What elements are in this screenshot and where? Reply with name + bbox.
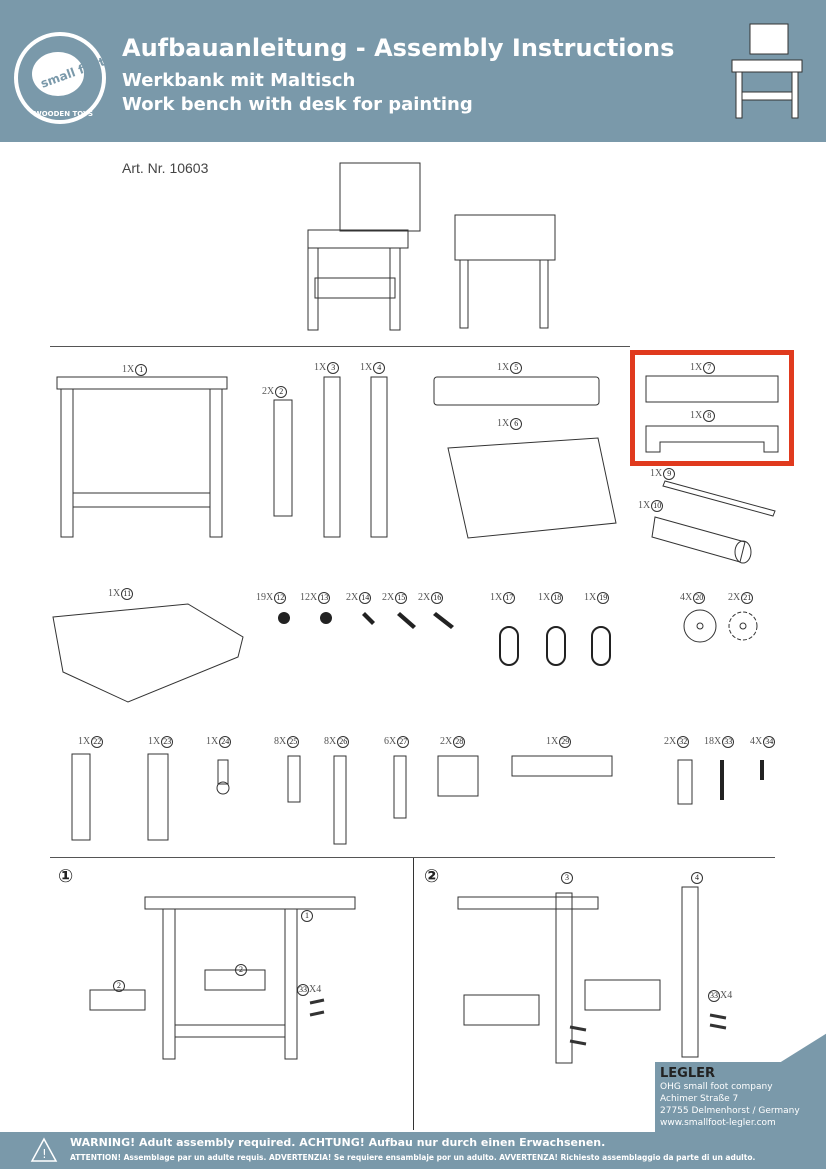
screws-and-nuts	[278, 612, 454, 629]
step-1-label-2: 2	[112, 980, 125, 992]
step-1-label-1: 1	[300, 910, 313, 922]
step-2-label-3: 3	[560, 872, 573, 884]
company-street: Achimer Straße 7	[660, 1094, 739, 1104]
section-divider	[50, 857, 775, 858]
warning-text-en-de: WARNING! Adult assembly required. ACHTUN…	[70, 1136, 606, 1149]
small-parts-row	[71, 753, 764, 845]
company-suffix: OHG small foot company	[660, 1082, 773, 1092]
part-5-tool-board	[433, 376, 600, 406]
svg-text:WOODEN TOYS: WOODEN TOYS	[34, 110, 93, 118]
company-info: LEGLER OHG small foot company Achimer St…	[660, 1066, 822, 1129]
step-1-label-2b: 2	[234, 964, 247, 976]
part-8-board	[645, 425, 779, 453]
part-7-board	[645, 375, 779, 403]
step-2-label-4: 4	[690, 872, 703, 884]
step-2-diagram	[457, 886, 727, 1064]
washer-and-gear	[683, 609, 758, 643]
company-website: www.smallfoot-legler.com	[660, 1118, 776, 1128]
article-number: Art. Nr. 10603	[122, 160, 209, 176]
warning-text-fr-es-it: ATTENTION! Assemblage par un adulte requ…	[70, 1153, 756, 1162]
workbench-thumbnail	[731, 23, 803, 119]
part-11-tray	[52, 603, 244, 703]
workbench-overview-image	[307, 162, 556, 331]
part-3-leg	[323, 376, 341, 538]
warning-icon: !	[30, 1137, 58, 1162]
step-1-diagram	[89, 896, 356, 1060]
company-city: 27755 Delmenhorst / Germany	[660, 1106, 800, 1116]
part-1-frame	[56, 376, 228, 538]
section-divider	[50, 346, 630, 347]
part-9-rod	[662, 480, 776, 517]
subtitle-german: Werkbank mit Maltisch	[122, 70, 356, 91]
part-4-leg	[370, 376, 388, 538]
part-10-paper-roll	[651, 516, 752, 564]
part-2-board	[273, 399, 293, 517]
step-2-number: ②	[424, 866, 440, 887]
header-banner: small foot WOODEN TOYS Aufbauanleitung -…	[0, 0, 826, 142]
step-1-number: ①	[58, 866, 74, 887]
small-foot-logo: small foot WOODEN TOYS	[14, 32, 107, 124]
highlight-box	[630, 350, 794, 466]
company-name: LEGLER	[660, 1066, 716, 1081]
part-6-workbench-top	[447, 437, 617, 539]
subtitle-english: Work bench with desk for painting	[122, 94, 473, 115]
page-title: Aufbauanleitung - Assembly Instructions	[122, 34, 675, 62]
step-divider	[413, 858, 414, 1130]
toy-tools	[499, 626, 611, 666]
warning-footer: ! WARNING! Adult assembly required. ACHT…	[0, 1132, 826, 1169]
svg-text:!: !	[42, 1147, 47, 1161]
